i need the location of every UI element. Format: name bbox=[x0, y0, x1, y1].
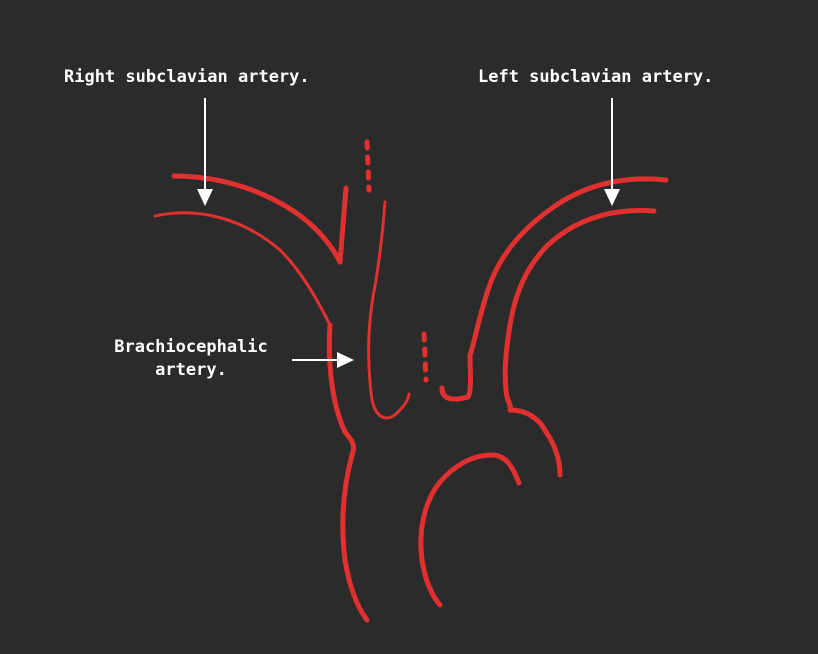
right-carotid-stub bbox=[337, 185, 349, 265]
brachiocephalic-arrow-head bbox=[337, 352, 354, 368]
left-carotid-stub bbox=[439, 352, 473, 402]
left-subclavian-upper-wall bbox=[467, 176, 669, 358]
right-subclavian-arrow-head bbox=[197, 189, 213, 206]
right-subclavian-lower-wall bbox=[153, 211, 332, 327]
right-subclavian-label: Right subclavian artery. bbox=[64, 67, 310, 87]
ascending-aorta-left-wall bbox=[340, 452, 370, 623]
brachiocephalic-outer-wall bbox=[326, 322, 357, 458]
left-subclavian-arrow-head bbox=[604, 189, 620, 206]
aortic-arch-outer bbox=[503, 387, 563, 478]
left-subclavian-label: Left subclavian artery. bbox=[478, 67, 714, 87]
brachiocephalic-label: Brachiocephalic artery. bbox=[100, 336, 282, 382]
carotid-dashed-upper bbox=[364, 139, 372, 193]
vessels bbox=[153, 139, 669, 623]
arrows bbox=[197, 98, 620, 368]
carotid-dashed-lower bbox=[421, 331, 429, 383]
aortic-arch-inner bbox=[418, 452, 522, 608]
brachiocephalic-inner-wall bbox=[367, 200, 411, 420]
left-subclavian-lower-wall bbox=[502, 208, 657, 393]
right-subclavian-upper-wall bbox=[171, 173, 343, 265]
brachiocephalic-label-line2: artery. bbox=[155, 360, 227, 380]
brachiocephalic-label-line1: Brachiocephalic bbox=[114, 337, 268, 357]
